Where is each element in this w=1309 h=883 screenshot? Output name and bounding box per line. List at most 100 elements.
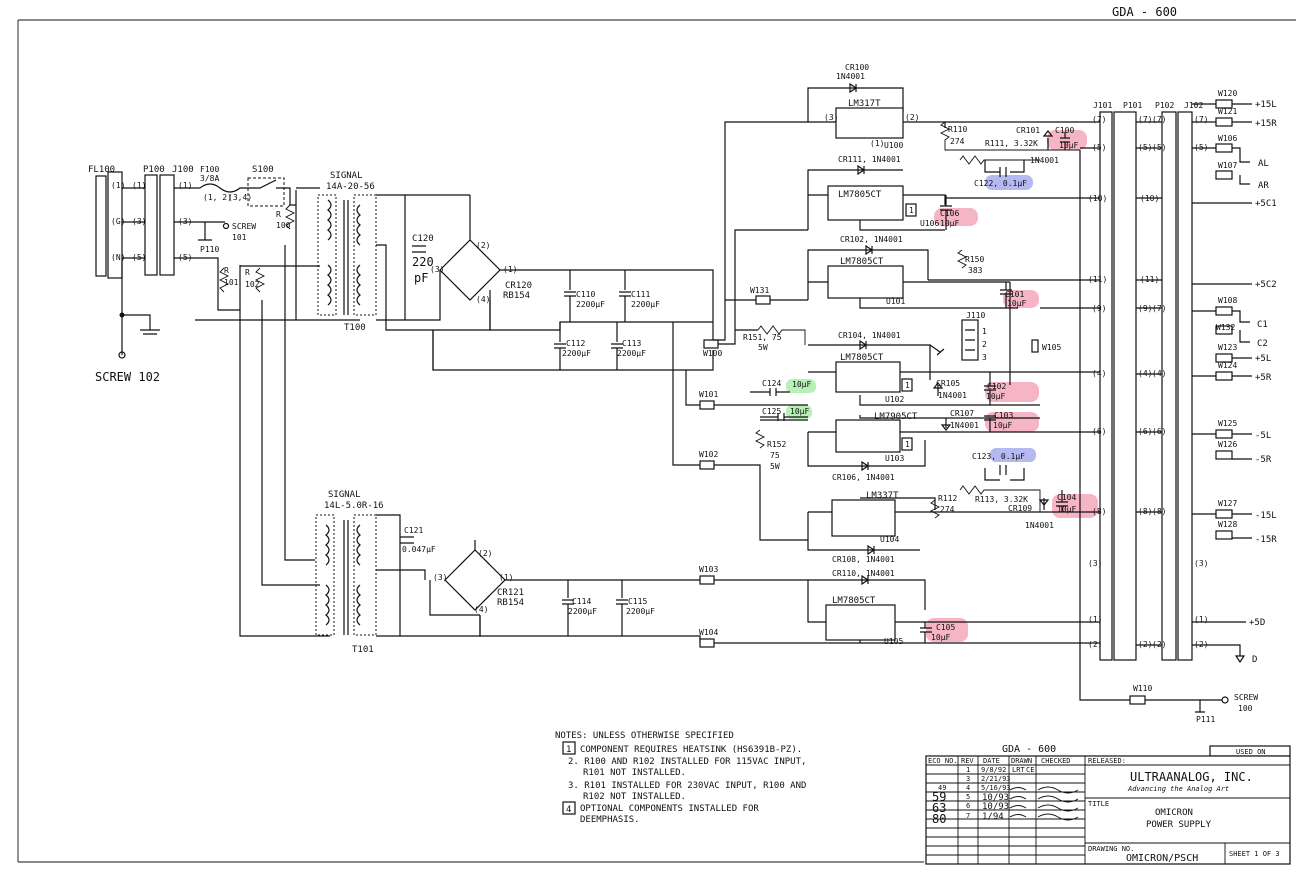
- r152-label: R152: [767, 440, 786, 449]
- heatsink-mark: 1: [909, 206, 914, 215]
- c113-cap: [611, 322, 623, 370]
- w125-jumper: [1215, 429, 1233, 439]
- c114-val: 2200µF: [568, 607, 597, 616]
- pin-label: (1): [111, 181, 125, 190]
- pin-label: (3): [1194, 559, 1208, 568]
- cr101-diode: [1042, 130, 1054, 150]
- cr105-label: CR105: [936, 379, 960, 388]
- cr107-label: CR107: [950, 409, 974, 418]
- c115-label: C115: [628, 597, 647, 606]
- rev-cell: 3: [966, 775, 970, 783]
- pin-label: (11): [1140, 275, 1159, 284]
- upper-distribution: [713, 121, 808, 345]
- title-line2: POWER SUPPLY: [1146, 820, 1212, 830]
- r100-label: R: [276, 210, 281, 219]
- u102-part: LM7805CT: [840, 353, 884, 363]
- pin-label: (6): [1138, 427, 1152, 436]
- out-m5l: -5L: [1255, 431, 1271, 441]
- w106-label: W106: [1218, 134, 1237, 143]
- pin-label: (1): [1088, 615, 1102, 624]
- pin-label: (1): [178, 181, 192, 190]
- primary-return-t101: [239, 310, 330, 637]
- r111-resistor: [959, 155, 1040, 165]
- f100-rating: 3/8A: [200, 174, 219, 183]
- u101-box: [827, 265, 904, 299]
- cr109-diode: [1038, 498, 1050, 510]
- w110-jumper: [1129, 695, 1146, 705]
- pin-label: (8): [1092, 507, 1106, 516]
- t100-core: [343, 200, 349, 315]
- p101-label: P101: [1123, 101, 1142, 110]
- lower-rectifier: C121 0.047µF (2) (3) (1) (4) CR121 RB154…: [400, 526, 1080, 648]
- t101-core: [343, 520, 349, 635]
- screw101-terminal: [222, 222, 230, 230]
- r102-label: R: [245, 268, 250, 277]
- sheet-number: SHEET 1 OF 3: [1229, 850, 1280, 858]
- cr107-part: 1N4001: [950, 421, 979, 430]
- c111-cap: [619, 270, 631, 322]
- r101-label: R: [224, 266, 229, 275]
- pin-label: (1, 2): [203, 193, 232, 202]
- company-name: ULTRAANALOG, INC.: [1130, 770, 1253, 784]
- screw101-num: 101: [232, 233, 247, 242]
- p101-bar: [1113, 111, 1137, 661]
- c103-cap: [984, 415, 996, 432]
- pin-label: (5): [1092, 143, 1106, 152]
- rev-cell: 7: [966, 812, 970, 820]
- rev-cell: 4: [966, 784, 970, 792]
- u100-name: U100: [884, 141, 903, 150]
- c125-label: C125: [762, 407, 781, 416]
- pin-label: (1): [1194, 615, 1208, 624]
- date-cell: 10/93: [982, 793, 1009, 803]
- c125-val: 10µF: [790, 407, 809, 416]
- c112-val: 2200µF: [562, 349, 591, 358]
- cr120-part: RB154: [503, 291, 530, 301]
- c104-label: C104: [1057, 493, 1076, 502]
- u101-part: LM7805CT: [840, 257, 884, 267]
- cr100-diode: [849, 82, 858, 94]
- r110-resistor: [939, 121, 1080, 151]
- pin-label: (4): [1138, 369, 1152, 378]
- out-m5r: -5R: [1255, 455, 1272, 465]
- note4-text-b: DEEMPHASIS.: [580, 815, 640, 825]
- date-cell: 1/94: [982, 812, 1004, 822]
- note2-text-b: R101 NOT INSTALLED.: [583, 768, 686, 778]
- lower-wires: [429, 540, 1080, 644]
- c100-cap: [1060, 132, 1070, 150]
- out-p5d: +5D: [1249, 618, 1265, 628]
- r151-resistor: [757, 325, 806, 345]
- w127-label: W127: [1218, 499, 1237, 508]
- cr101-part: 1N4001: [1030, 156, 1059, 165]
- highlight-c100: [1047, 130, 1087, 150]
- cr106-label: CR106, 1N4001: [832, 473, 895, 482]
- pin-label: 3: [982, 353, 987, 362]
- t100-secondary-box: [353, 194, 377, 316]
- r152-watts: 5W: [770, 462, 780, 471]
- r151-watts: 5W: [758, 343, 768, 352]
- pin-label: (10): [1088, 194, 1107, 203]
- cr105-diode: [932, 382, 944, 396]
- t101-label2: 14L-5.0R-16: [324, 501, 384, 511]
- w128-label: W128: [1218, 520, 1237, 529]
- cr120-label: CR120: [505, 281, 532, 291]
- highlights: [786, 130, 1098, 642]
- released-label: RELEASED:: [1088, 757, 1126, 765]
- u104-part: LM337T: [866, 491, 899, 501]
- cr121-part: RB154: [497, 598, 524, 608]
- out-p5c1: +5C1: [1255, 199, 1277, 209]
- pin-label: 2: [982, 340, 987, 349]
- title-block-grid: [926, 756, 1290, 864]
- u105-wires: [807, 579, 1110, 643]
- w107-label: W107: [1218, 161, 1237, 170]
- u100-part: LM317T: [848, 99, 881, 109]
- rev-cell: 5: [966, 793, 970, 801]
- regulator-support-parts: R110 274 R111, 3.32K C122, 0.1µF CR101 1…: [920, 121, 1258, 724]
- r150-resistor: [956, 249, 968, 269]
- p100-bar-b: [159, 174, 175, 276]
- note1-num: 1: [566, 745, 571, 755]
- out-p15l: +15L: [1255, 100, 1277, 110]
- pin-label: (6): [1152, 427, 1166, 436]
- heatsink-mark: 1: [905, 440, 910, 449]
- c113-val: 2200µF: [617, 349, 646, 358]
- c100-val: 10µF: [1059, 141, 1078, 150]
